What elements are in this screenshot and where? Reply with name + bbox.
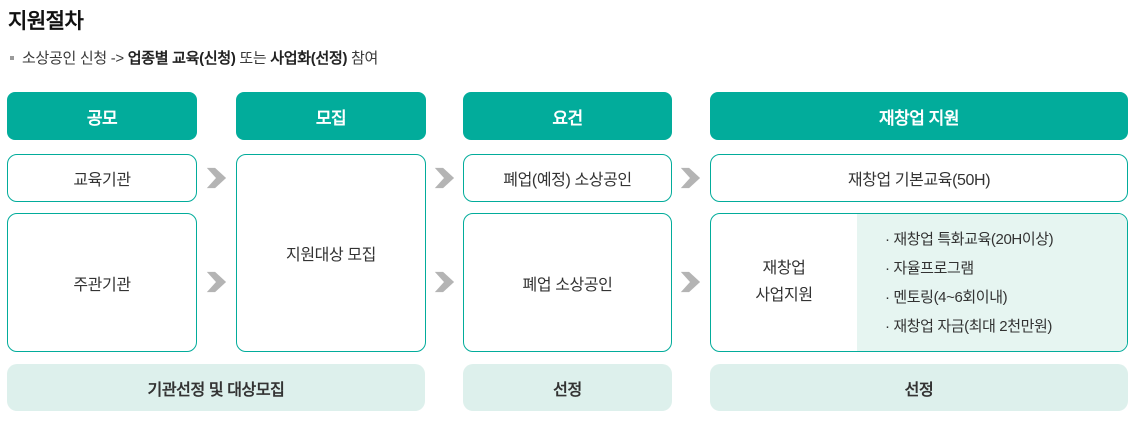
pre-closure-owner-box: 폐업(예정) 소상공인 <box>463 154 672 202</box>
arrow-right-icon <box>433 271 455 293</box>
footer-selection-requirements: 선정 <box>463 364 672 411</box>
restart-support-label: 재창업 사업지원 <box>711 214 857 351</box>
support-detail-item: · 재창업 자금(최대 2천만원) <box>885 317 1053 335</box>
stage-header-requirements: 요건 <box>463 92 672 140</box>
subtitle-text: 소상공인 신청 -> 업종별 교육(신청) 또는 사업화(선정) 참여 <box>22 47 378 68</box>
support-details-panel: · 재창업 특화교육(20H이상) · 자율프로그램 · 멘토링(4~6회이내)… <box>857 214 1127 351</box>
stage-header-restart-support: 재창업 지원 <box>710 92 1128 140</box>
page-title: 지원절차 <box>8 10 84 33</box>
education-institution-box: 교육기관 <box>7 154 197 202</box>
restart-support-label-line2: 사업지원 <box>755 286 813 304</box>
subtitle-middle: 또는 <box>235 50 271 67</box>
footer-selection-restart: 선정 <box>710 364 1128 411</box>
arrow-right-icon <box>679 167 701 189</box>
footer-institution-selection: 기관선정 및 대상모집 <box>7 364 425 411</box>
basic-education-box: 재창업 기본교육(50H) <box>710 154 1128 202</box>
support-detail-item: · 재창업 특화교육(20H이상) <box>885 230 1054 248</box>
recruit-targets-box: 지원대상 모집 <box>236 154 426 352</box>
arrow-right-icon <box>433 167 455 189</box>
arrow-right-icon <box>205 167 227 189</box>
support-detail-item: · 자율프로그램 <box>885 259 974 277</box>
stage-header-announcement: 공모 <box>7 92 197 140</box>
arrow-right-icon <box>679 271 701 293</box>
stage-header-recruitment: 모집 <box>236 92 426 140</box>
closed-owner-box: 폐업 소상공인 <box>463 213 672 352</box>
subtitle-bold-education: 업종별 교육(신청) <box>127 50 236 67</box>
arrow-right-icon <box>205 271 227 293</box>
subtitle-suffix: 참여 <box>347 50 379 67</box>
restart-support-label-line1: 재창업 <box>762 260 806 278</box>
subtitle-line: 소상공인 신청 -> 업종별 교육(신청) 또는 사업화(선정) 참여 <box>10 47 378 68</box>
square-bullet-icon <box>10 55 14 60</box>
subtitle-prefix: 소상공인 신청 -> <box>22 50 128 67</box>
host-institution-box: 주관기관 <box>7 213 197 352</box>
support-detail-item: · 멘토링(4~6회이내) <box>885 288 1008 306</box>
restart-business-support-box: 재창업 사업지원 · 재창업 특화교육(20H이상) · 자율프로그램 · 멘토… <box>710 213 1128 352</box>
subtitle-bold-business: 사업화(선정) <box>270 50 348 67</box>
